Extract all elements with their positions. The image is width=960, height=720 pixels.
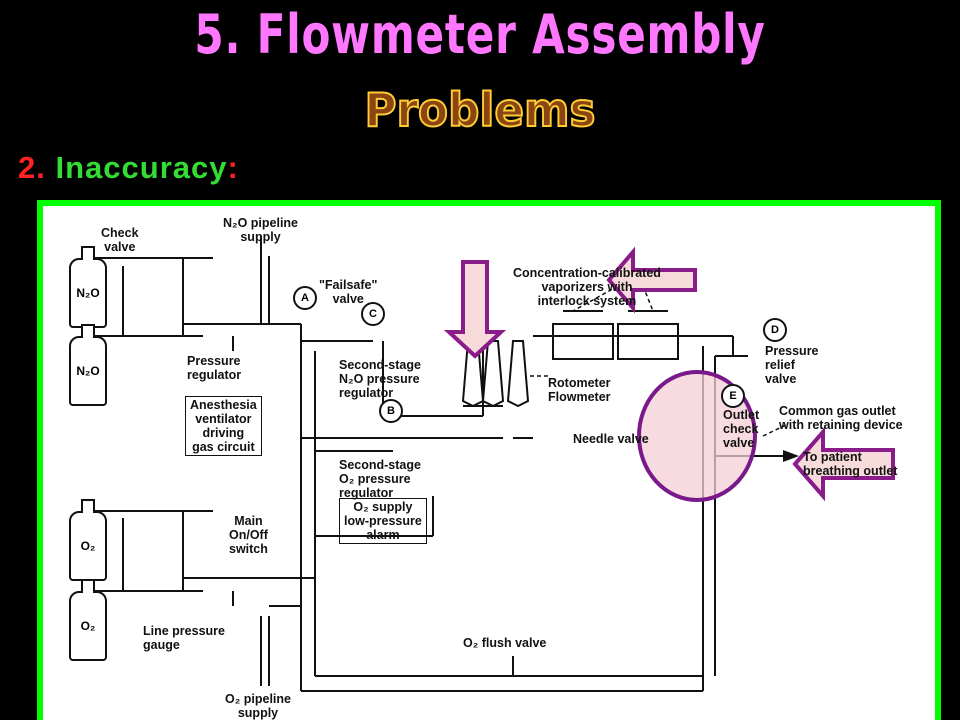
label-o2-flush-valve: O₂ flush valve — [463, 636, 547, 650]
slide-subtitle: Problems — [364, 82, 597, 138]
marker-d: D — [763, 318, 787, 342]
o2-cylinder-top: O₂ — [69, 499, 107, 581]
schematic-lines — [87, 236, 895, 692]
label-check-valve: Check valve — [101, 226, 139, 254]
point-colon: : — [227, 150, 239, 185]
label-line-pressure-gauge: Line pressure gauge — [143, 624, 225, 652]
slide-title: 5. Flowmeter Assembly — [194, 3, 766, 66]
label-outlet-check-valve: Outlet check valve — [723, 408, 760, 450]
label-main-switch: Main On/Off switch — [229, 514, 268, 556]
marker-c: C — [361, 302, 385, 326]
o2-cylinder-bottom: O₂ — [69, 579, 107, 661]
point-number: 2. — [18, 150, 46, 185]
point-text: Inaccuracy — [55, 150, 228, 185]
label-pressure-relief: Pressure relief valve — [765, 344, 819, 386]
label-to-patient: To patient breathing outlet — [803, 450, 898, 478]
label-second-stage-o2: Second-stage O₂ pressure regulator — [339, 458, 421, 500]
label-n2o-pipeline: N₂O pipeline supply — [223, 216, 299, 244]
label-needle-valve: Needle valve — [573, 432, 649, 446]
label-failsafe-valve: "Failsafe" valve — [319, 278, 378, 306]
label-concentration-vaporizers: Concentration-calibrated vaporizers with… — [513, 266, 661, 308]
marker-b: B — [379, 399, 403, 423]
label-common-gas-outlet: Common gas outlet with retaining device — [779, 404, 903, 432]
label-pressure-regulator: Pressure regulator — [187, 354, 242, 382]
marker-a: A — [293, 286, 317, 310]
bullet-point: 2. Inaccuracy: — [18, 150, 239, 186]
label-rotometer-flowmeter: Rotometer Flowmeter — [548, 376, 611, 404]
n2o-cylinder-bottom: N₂O — [69, 324, 107, 406]
label-anesthesia-ventilator: Anesthesia ventilator driving gas circui… — [185, 396, 262, 456]
label-o2-alarm: O₂ supply low-pressure alarm — [339, 498, 427, 544]
label-o2-pipeline: O₂ pipeline supply — [225, 692, 291, 720]
marker-e: E — [721, 384, 745, 408]
label-second-stage-n2o: Second-stage N₂O pressure regulator — [339, 358, 421, 400]
schematic-panel: N₂O N₂O O₂ O₂ A C B D E Check valve N₂O … — [37, 200, 941, 720]
n2o-cylinder-top: N₂O — [69, 246, 107, 328]
